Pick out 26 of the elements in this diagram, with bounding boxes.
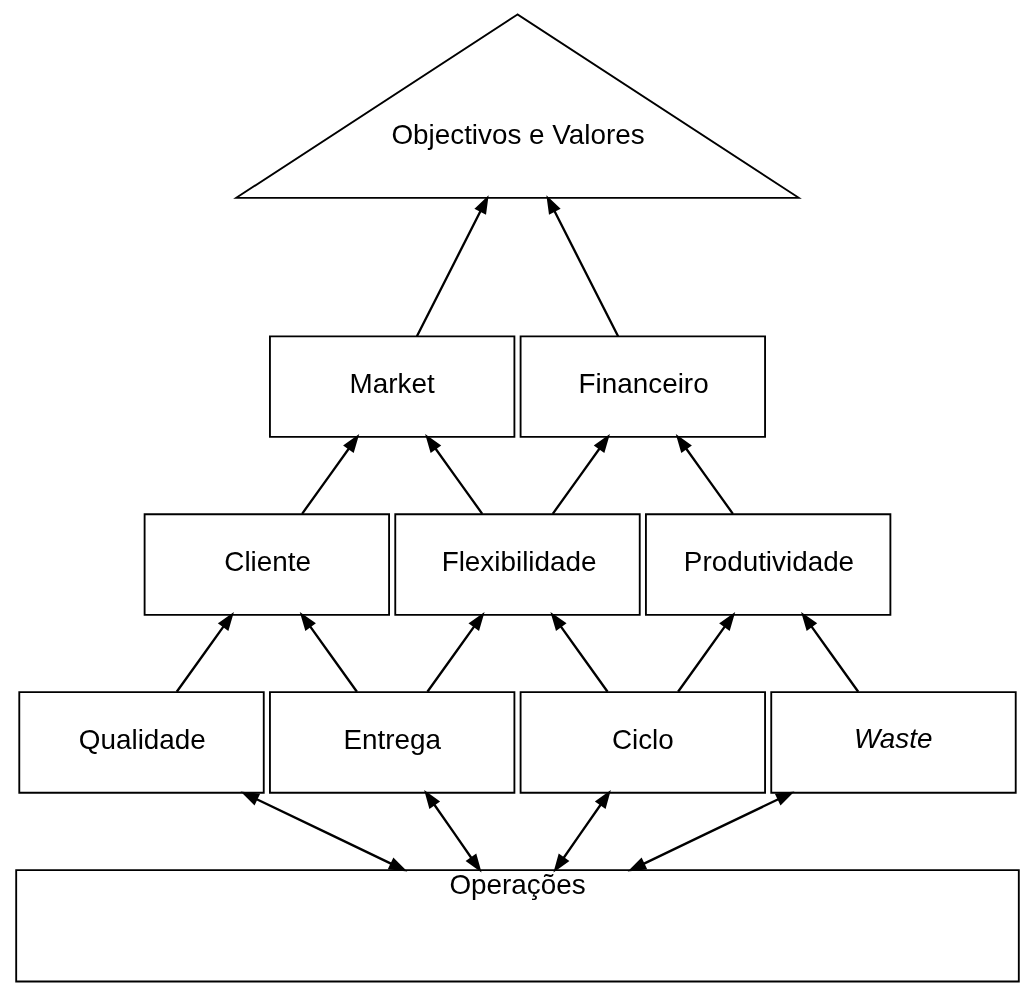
arrow [551, 434, 610, 515]
arrow [550, 612, 609, 693]
arrow [627, 791, 795, 872]
arrow [299, 612, 358, 693]
arrow [301, 434, 360, 515]
arrow [553, 790, 611, 873]
node-box: Entrega [269, 691, 516, 794]
node-box: Operações [15, 869, 1020, 983]
node-box: Financeiro [519, 335, 766, 438]
arrow [426, 612, 485, 693]
arrow [240, 791, 408, 872]
node-box: Flexibilidade [394, 513, 641, 616]
node-box: Qualidade [18, 691, 265, 794]
arrow [415, 195, 489, 337]
arrow [675, 434, 734, 515]
arrow [425, 434, 484, 515]
node-box: Ciclo [519, 691, 766, 794]
node-box: Produtividade [645, 513, 892, 616]
arrow [546, 195, 620, 337]
arrow [677, 612, 736, 693]
node-box: Waste [770, 691, 1017, 794]
arrow [801, 612, 860, 693]
arrow [424, 790, 482, 873]
node-box: Market [269, 335, 516, 438]
arrow [175, 612, 234, 693]
node-box: Cliente [143, 513, 390, 616]
